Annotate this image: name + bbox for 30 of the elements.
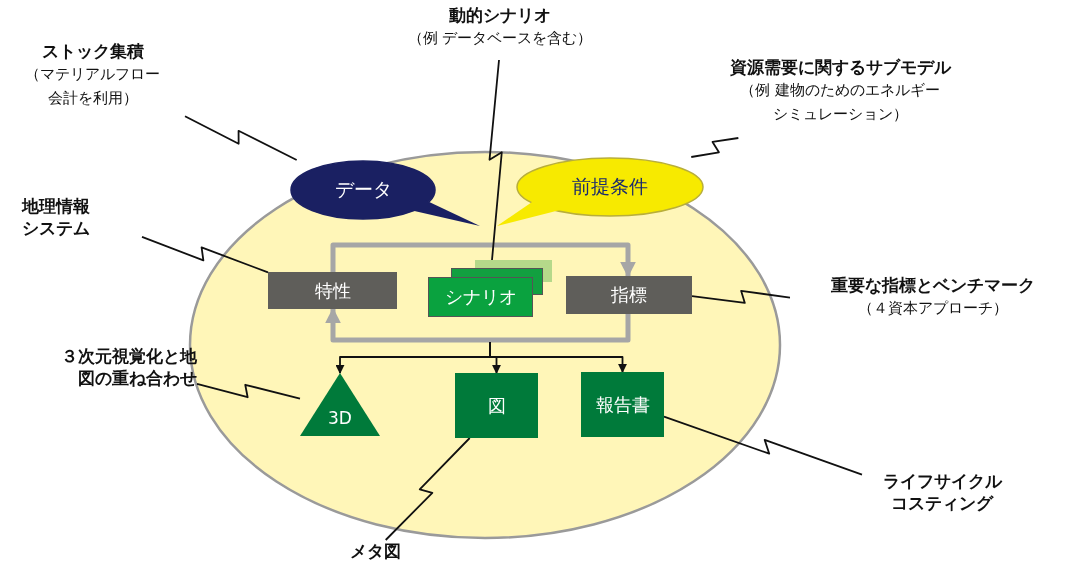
callout-title: ライフサイクルコスティング	[881, 470, 1003, 514]
callout-title: メタ図	[349, 540, 401, 562]
bubble-text: データ	[333, 177, 393, 202]
leader-line	[690, 137, 740, 158]
box-label: シナリオ	[443, 285, 518, 309]
leader-line	[141, 236, 269, 274]
process-box: 報告書	[581, 372, 664, 437]
callout-note: （４資本アプローチ）	[857, 298, 1008, 319]
callout-note: （例 データベースを含む）	[407, 28, 593, 49]
callout-title: ３次元視覚化と地図の重ね合わせ	[60, 345, 197, 389]
callout-title: 地理情報システム	[22, 195, 91, 239]
leader-line	[196, 382, 301, 400]
leader-line	[184, 115, 298, 161]
process-box: 図	[455, 373, 538, 438]
shape-label: 3D	[327, 407, 353, 430]
leader-line	[663, 415, 863, 476]
process-box: 特性	[268, 272, 397, 309]
arrow	[325, 307, 631, 343]
callout-title: 重要な指標とベンチマーク	[830, 274, 1035, 296]
bubble-text: 前提条件	[571, 174, 649, 199]
process-box: 指標	[566, 276, 692, 314]
callout-title: 資源需要に関するサブモデル	[729, 56, 951, 78]
callout-title: ストック集積	[41, 40, 144, 62]
callout-note: （マテリアルフロー会計を利用）	[24, 64, 161, 109]
arrow	[489, 341, 627, 373]
callout-note: （例 建物のためのエネルギーシミュレーション）	[739, 80, 941, 125]
leader-line	[488, 59, 503, 261]
callout-title: 動的シナリオ	[449, 4, 551, 26]
leader-line	[691, 289, 791, 304]
arrow	[330, 242, 636, 278]
